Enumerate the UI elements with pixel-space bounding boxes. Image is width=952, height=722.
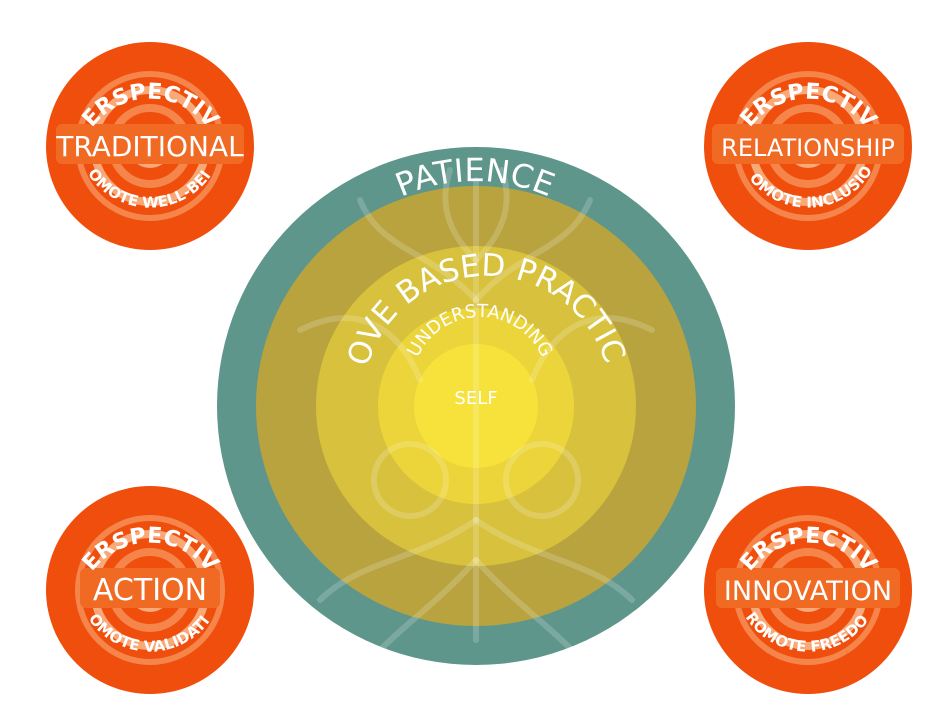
badge-action: PERSPECTIVE ACTION PROMOTE VALIDATION [46,486,254,694]
badge-center-label: ACTION [93,573,207,608]
badge-band [712,124,904,164]
ring-label-self: SELF [454,388,497,409]
badge-band [56,124,244,164]
ring-self [414,344,538,468]
tree-watermark-icon [297,167,655,653]
badge-center-label: TRADITIONAL [55,130,244,163]
badge-traditional: PERSPECTIVE TRADITIONAL PROMOTE WELL-BEI… [46,42,254,250]
badge-innovation: PERSPECTIVE INNOVATION PROMOTE FREEDOM [704,486,912,694]
badge-ring [75,515,225,665]
badge-band [80,568,220,608]
badge-center-label: RELATIONSHIP [721,134,895,162]
badge-relationship: PERSPECTIVE RELATIONSHIP PROMOTE INCLUSI… [704,42,912,250]
ring-label-discipline: DISCIPLINE [367,80,584,141]
badge-center-label: INNOVATION [724,576,892,607]
badge-band [716,568,900,608]
